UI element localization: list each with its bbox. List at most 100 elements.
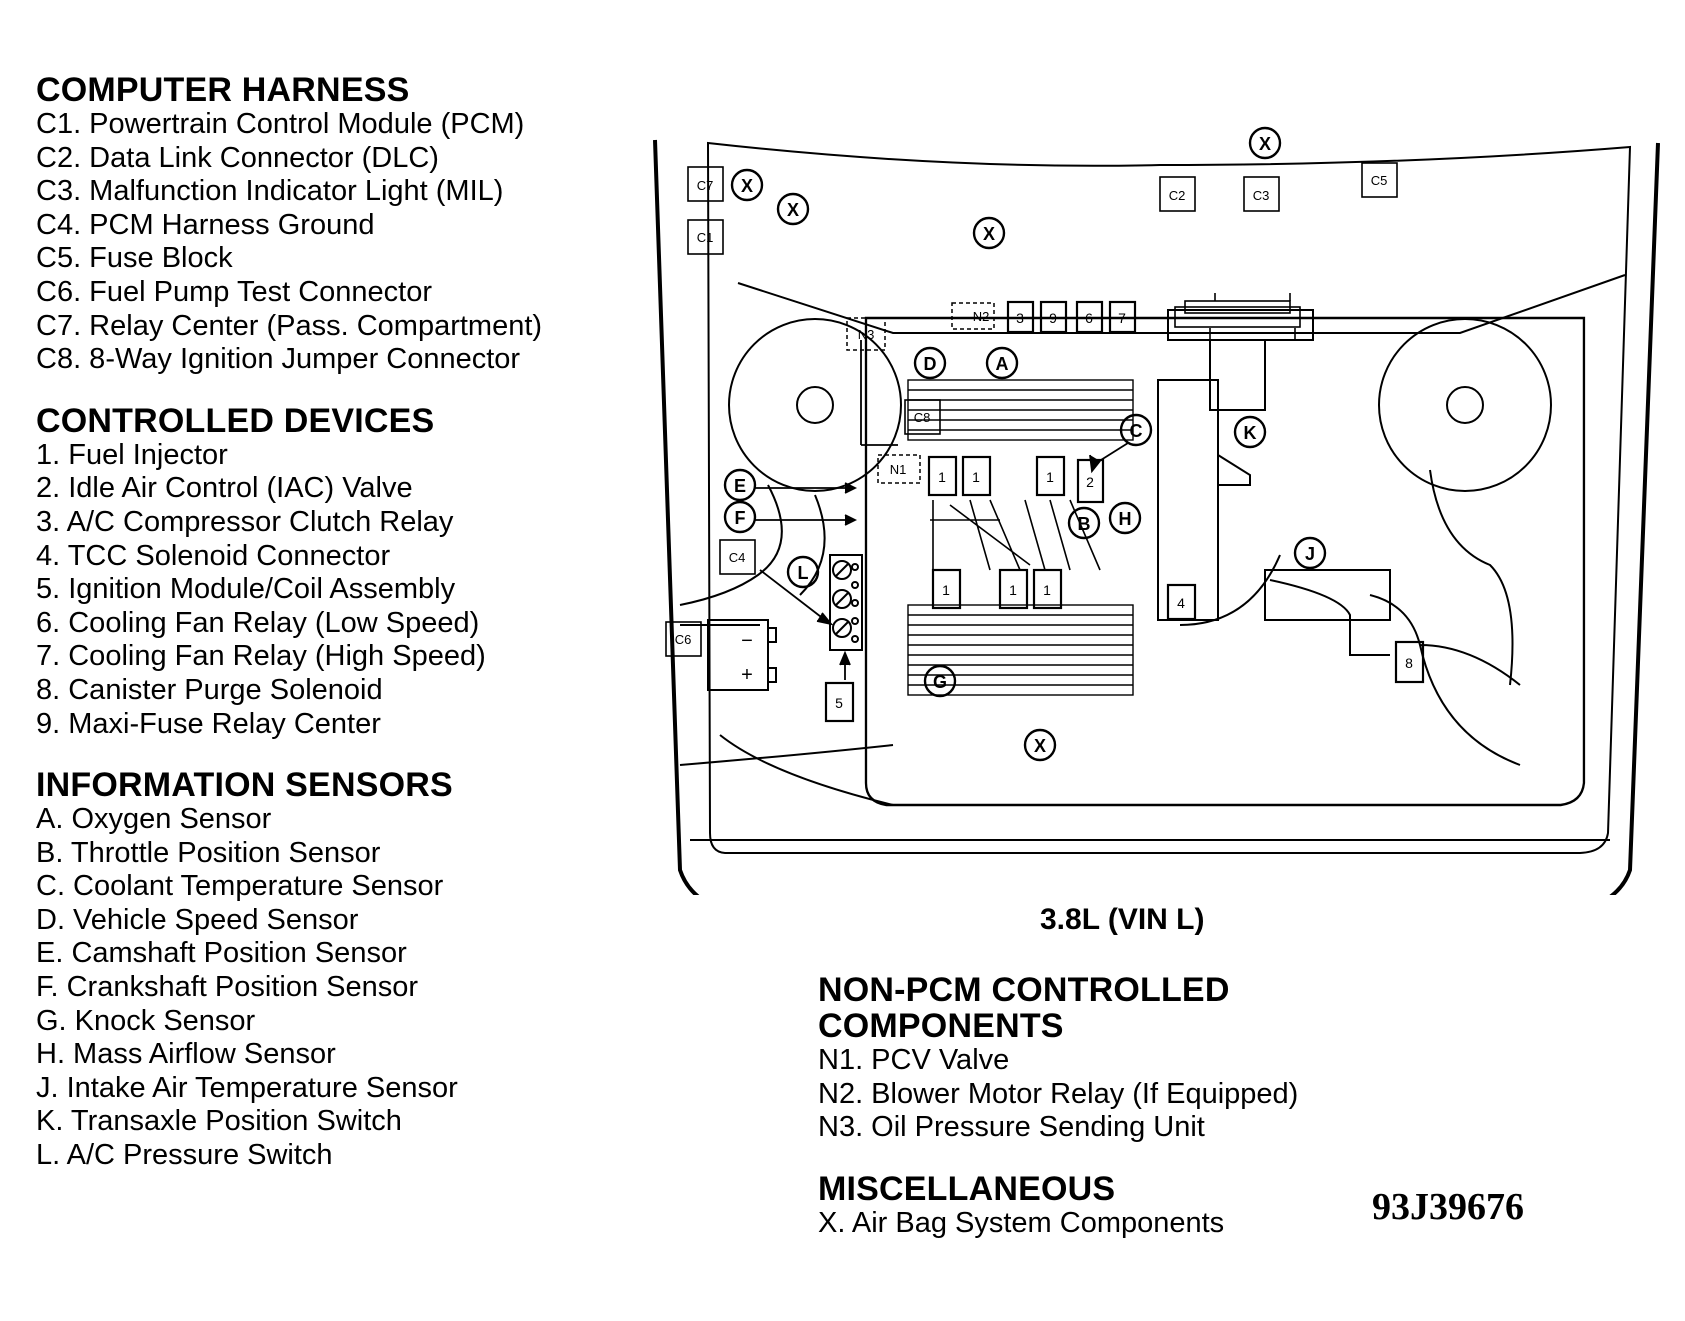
legend-item: 8. Canister Purge Solenoid xyxy=(36,673,383,706)
section-title: COMPUTER HARNESS xyxy=(36,71,410,109)
terminal-strip xyxy=(829,554,863,651)
engine-block xyxy=(864,316,1586,807)
legend-item: C3. Malfunction Indicator Light (MIL) xyxy=(36,175,504,208)
c6-box xyxy=(665,621,702,657)
injector-box xyxy=(1032,568,1063,610)
c1-label: C1 xyxy=(697,230,714,245)
n3-label: N3 xyxy=(858,327,875,342)
sensor-c-marker xyxy=(1119,413,1153,447)
relay-bank xyxy=(1174,293,1301,340)
airbag-x-marker xyxy=(1248,126,1282,160)
sensor-f-marker xyxy=(723,500,757,534)
injector-box xyxy=(927,455,958,497)
relay-3-label: 3 xyxy=(1016,310,1024,326)
sensor-k-label: K xyxy=(1244,423,1257,443)
sensor-b-label: B xyxy=(1078,514,1091,534)
sensor-e-marker xyxy=(723,468,757,502)
n2-label: N2 xyxy=(973,309,990,324)
c8-box xyxy=(904,399,941,435)
legend-item: 2. Idle Air Control (IAC) Valve xyxy=(36,472,413,505)
right-shock-tower xyxy=(1378,318,1552,686)
legend-item: K. Transaxle Position Switch xyxy=(36,1105,402,1138)
legend-item: H. Mass Airflow Sensor xyxy=(36,1038,336,1071)
legend-controlled-devices: CONTROLLED DEVICES 1. Fuel Injector 2. I… xyxy=(36,403,666,741)
section-title: CONTROLLED DEVICES xyxy=(36,401,435,440)
legend-item: C5. Fuse Block xyxy=(36,242,233,275)
tcc-connector-4-box xyxy=(1166,583,1197,621)
engine-caption: 3.8L (VIN L) xyxy=(1040,903,1205,936)
ignition-module-5-label: 5 xyxy=(835,695,843,711)
sensor-j-label: J xyxy=(1305,544,1315,564)
left-legend: COMPUTER HARNESS C1. Powertrain Control … xyxy=(36,72,666,1199)
n1-box xyxy=(877,454,921,484)
legend-item: X. Air Bag System Components xyxy=(818,1206,1225,1239)
relay-3-box xyxy=(1006,300,1035,334)
injector-label: 1 xyxy=(938,469,946,485)
section-title: COMPONENTS xyxy=(818,1007,1064,1045)
airbag-x-marker xyxy=(1023,728,1057,762)
airbag-x-marker xyxy=(730,168,764,202)
legend-item: 6. Cooling Fan Relay (Low Speed) xyxy=(36,606,480,639)
sensor-j-marker xyxy=(1293,536,1327,570)
c1-box xyxy=(687,219,724,255)
legend-item: F. Crankshaft Position Sensor xyxy=(36,971,419,1004)
injector-box xyxy=(931,568,962,610)
sensor-g-label: G xyxy=(933,672,947,692)
injector-label: 1 xyxy=(1043,582,1051,598)
legend-non-pcm-components: NON-PCM CONTROLLED COMPONENTS N1. PCV Va… xyxy=(818,972,1578,1145)
n1-label: N1 xyxy=(890,462,907,477)
airbag-x-label: X xyxy=(1259,134,1271,154)
battery-plus: + xyxy=(741,664,753,686)
c5-label: C5 xyxy=(1371,173,1388,188)
c3-label: C3 xyxy=(1253,188,1270,203)
sensor-h-label: H xyxy=(1119,509,1132,529)
airbag-x-marker xyxy=(972,216,1006,250)
harness-lines xyxy=(679,594,1521,806)
bay-outline xyxy=(706,141,1632,854)
leader-arrows xyxy=(755,340,1129,680)
maxi-fuse-9-label: 9 xyxy=(1049,310,1057,326)
n2-box xyxy=(951,302,995,330)
c8-label: C8 xyxy=(914,410,931,425)
sensor-h-marker xyxy=(1108,501,1142,535)
sensor-e-label: E xyxy=(734,476,746,496)
legend-item: 4. TCC Solenoid Connector xyxy=(36,539,391,572)
legend-item: B. Throttle Position Sensor xyxy=(36,836,381,869)
sensor-f-label: F xyxy=(735,508,746,528)
airbag-x-label: X xyxy=(1034,736,1046,756)
sensor-d-label: D xyxy=(924,354,937,374)
purge-solenoid-8-label: 8 xyxy=(1405,655,1413,671)
tcc-connector-4-label: 4 xyxy=(1177,595,1185,611)
section-title: NON-PCM CONTROLLED xyxy=(818,971,1230,1009)
sensor-l-label: L xyxy=(798,563,809,583)
injector-box xyxy=(961,455,992,497)
legend-item: G. Knock Sensor xyxy=(36,1004,256,1037)
airbag-x-label: X xyxy=(787,200,799,220)
fan-relay-7-box xyxy=(1108,300,1137,334)
legend-information-sensors: INFORMATION SENSORS A. Oxygen Sensor B. … xyxy=(36,767,666,1173)
legend-item: C6. Fuel Pump Test Connector xyxy=(36,275,432,308)
intake-plenum xyxy=(907,379,1134,441)
injector-label: 1 xyxy=(972,469,980,485)
fan-relay-6-label: 6 xyxy=(1085,310,1093,326)
legend-item: C8. 8-Way Ignition Jumper Connector xyxy=(36,343,521,376)
injector-box xyxy=(998,568,1029,610)
c4-label: C4 xyxy=(729,550,746,565)
legend-item: C2. Data Link Connector (DLC) xyxy=(36,141,439,174)
legend-item: N3. Oil Pressure Sending Unit xyxy=(818,1111,1205,1144)
sensor-k-marker xyxy=(1233,415,1267,449)
lower-manifold xyxy=(907,604,1134,696)
injector-label: 1 xyxy=(1009,582,1017,598)
c5-box xyxy=(1361,162,1398,198)
body-outline xyxy=(653,139,1660,895)
airbag-x-marker xyxy=(776,192,810,226)
legend-item: J. Intake Air Temperature Sensor xyxy=(36,1071,458,1104)
legend-item: C4. PCM Harness Ground xyxy=(36,208,375,241)
legend-item: L. A/C Pressure Switch xyxy=(36,1139,333,1172)
battery-minus: − xyxy=(741,630,753,652)
c4-box xyxy=(719,539,756,575)
legend-item: C7. Relay Center (Pass. Compartment) xyxy=(36,309,543,342)
airbag-x-label: X xyxy=(741,176,753,196)
injector-label: 1 xyxy=(1046,469,1054,485)
c7-box xyxy=(687,166,724,202)
